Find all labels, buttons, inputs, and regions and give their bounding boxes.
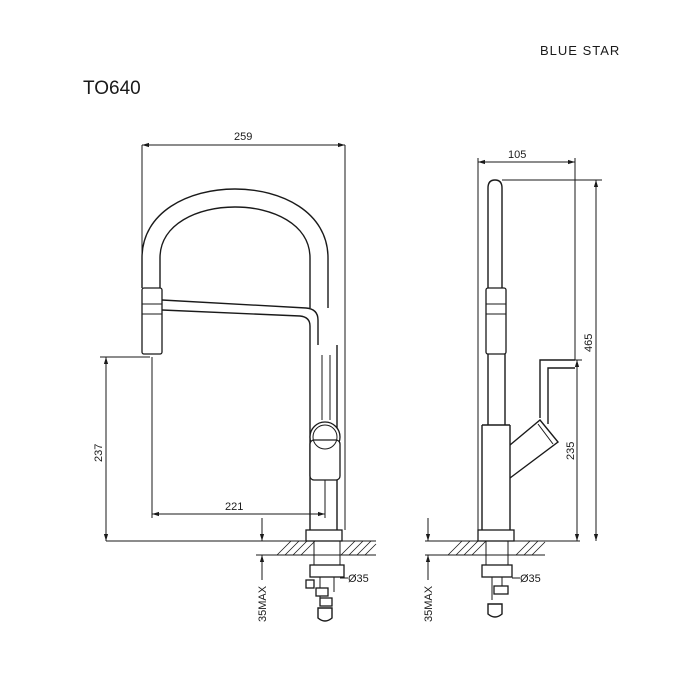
front-hole-diameter: Ø35	[340, 573, 369, 585]
front-reach-dimension: 221	[151, 357, 326, 518]
front-countertop	[106, 540, 377, 556]
front-height-dimension: 237	[93, 356, 150, 541]
side-deck-label: 35MAX	[423, 585, 435, 622]
side-hole-diameter: Ø35	[512, 573, 541, 585]
side-width-dimension: 105	[477, 149, 576, 530]
front-hole-label: Ø35	[348, 573, 369, 585]
front-faucet-body	[141, 188, 345, 622]
side-width-label: 105	[508, 149, 526, 161]
side-total-height-dimension: 465	[502, 179, 602, 541]
front-view: 259 237 221 35MAX Ø35	[93, 131, 377, 622]
front-reach-label: 221	[225, 501, 243, 513]
brand-label: BLUE STAR	[540, 43, 621, 58]
side-deck-dimension: 35MAX	[423, 518, 435, 622]
side-countertop	[425, 540, 580, 556]
front-deck-dimension: 35MAX	[256, 518, 275, 622]
side-view: 105 465 235 35MAX Ø35	[423, 149, 602, 622]
side-hole-label: Ø35	[520, 573, 541, 585]
side-total-height-label: 465	[583, 334, 595, 352]
side-spout-height-dimension: 235	[565, 359, 582, 541]
front-height-label: 237	[93, 444, 105, 462]
front-deck-label: 35MAX	[257, 585, 269, 622]
model-number: TO640	[83, 78, 141, 99]
side-spout-height-label: 235	[565, 442, 577, 460]
front-width-dimension: 259	[141, 131, 346, 530]
side-faucet-body	[477, 179, 575, 618]
front-width-label: 259	[234, 131, 252, 143]
